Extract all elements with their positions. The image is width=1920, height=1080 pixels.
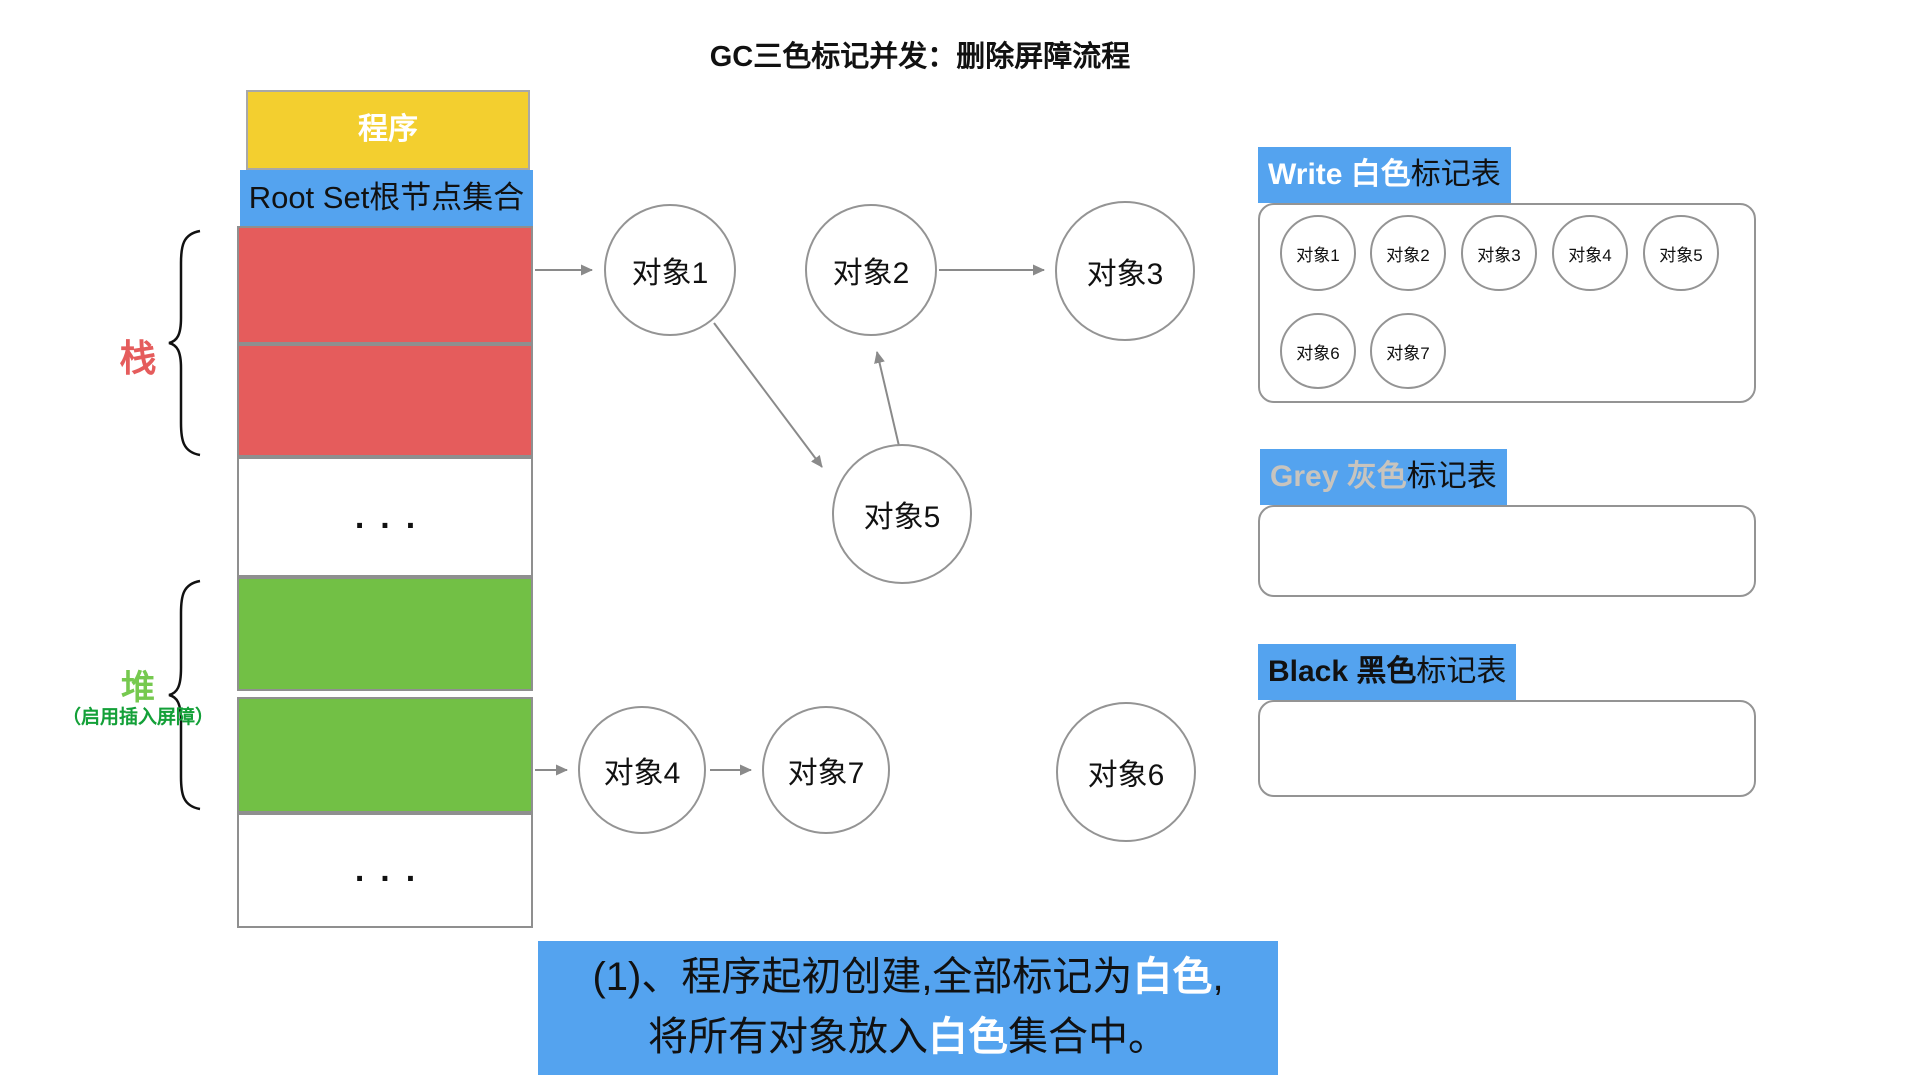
- white-table-object-3-label: 对象3: [1477, 245, 1521, 265]
- arrow-object5-to-object2: [874, 351, 900, 447]
- stack-cell-1: [237, 226, 533, 344]
- heap-label: 堆: [121, 669, 155, 707]
- node-object-2: 对象2: [805, 204, 937, 336]
- node-object-3-label: 对象3: [1086, 258, 1164, 291]
- caption-line-1-highlight: 白色: [1132, 955, 1213, 999]
- white-table-object-7-label: 对象7: [1386, 343, 1430, 363]
- grey-table-header-rest: 标记表: [1406, 460, 1497, 493]
- node-object-7-label: 对象7: [787, 757, 865, 790]
- root-set-box: Root Set根节点集合: [240, 170, 533, 226]
- node-object-2-label: 对象2: [832, 257, 910, 290]
- caption-line-1: (1)、程序起初创建,全部标记为白色,: [538, 947, 1278, 1007]
- node-object-6: 对象6: [1056, 702, 1196, 842]
- heap-cell-1: [237, 577, 533, 691]
- node-object-1-label: 对象1: [631, 257, 709, 290]
- node-object-4-label: 对象4: [603, 757, 681, 790]
- white-table-object-1-label: 对象1: [1296, 245, 1340, 265]
- white-table-header-rest: 标记表: [1410, 158, 1501, 191]
- memory-ellipsis-cell-bottom: ...: [237, 813, 533, 928]
- caption-line-1-tail: ,: [1212, 955, 1224, 999]
- node-object-7: 对象7: [762, 706, 890, 834]
- node-object-5: 对象5: [832, 444, 972, 584]
- white-table-object-6-label: 对象6: [1296, 343, 1340, 363]
- caption-line-2-highlight: 白色: [928, 1015, 1008, 1059]
- black-table-box: [1258, 700, 1756, 797]
- node-object-5-label: 对象5: [863, 501, 941, 534]
- white-table-object-2: 对象2: [1370, 215, 1446, 291]
- ellipsis-bottom: ...: [354, 851, 432, 889]
- black-table-header-em: Black 黑色: [1268, 655, 1417, 688]
- white-table-object-4: 对象4: [1552, 215, 1628, 291]
- node-object-6-label: 对象6: [1087, 759, 1165, 792]
- white-table-object-3: 对象3: [1461, 215, 1537, 291]
- node-object-3: 对象3: [1055, 201, 1195, 341]
- stack-brace: [168, 229, 201, 457]
- node-object-4: 对象4: [578, 706, 706, 834]
- black-table-header-rest: 标记表: [1416, 655, 1507, 688]
- heap-brace: [168, 579, 201, 811]
- caption-box: (1)、程序起初创建,全部标记为白色, 将所有对象放入白色集合中。: [538, 941, 1278, 1075]
- stack-cell-2: [237, 344, 533, 457]
- node-object-1: 对象1: [604, 204, 736, 336]
- heap-note: （启用插入屏障）: [61, 707, 214, 728]
- black-table-header: Black 黑色标记表: [1258, 644, 1517, 700]
- ellipsis-top: ...: [354, 497, 432, 536]
- caption-line-2: 将所有对象放入白色集合中。: [538, 1007, 1278, 1067]
- white-table-object-1: 对象1: [1280, 215, 1356, 291]
- white-table-object-2-label: 对象2: [1386, 245, 1430, 265]
- arrow-object1-to-object5: [713, 322, 823, 468]
- stack-label: 栈: [119, 338, 157, 379]
- white-table-header: Write 白色标记表: [1258, 147, 1511, 203]
- white-table-object-7: 对象7: [1370, 313, 1446, 389]
- white-table-object-5-label: 对象5: [1659, 245, 1703, 265]
- grey-table-header-em: Grey 灰色: [1270, 460, 1407, 493]
- caption-line-2-tail: 集合中。: [1008, 1015, 1168, 1059]
- white-table-object-4-label: 对象4: [1568, 245, 1612, 265]
- program-box: 程序: [246, 90, 530, 170]
- white-table-header-em: Write 白色: [1268, 158, 1411, 191]
- white-table-object-5: 对象5: [1643, 215, 1719, 291]
- diagram-title: GC三色标记并发：删除屏障流程: [709, 41, 1131, 73]
- heap-cell-2: [237, 697, 533, 813]
- grey-table-box: [1258, 505, 1756, 597]
- white-table-object-6: 对象6: [1280, 313, 1356, 389]
- grey-table-header: Grey 灰色标记表: [1260, 449, 1507, 505]
- caption-line-1-text: (1)、程序起初创建,全部标记为: [592, 955, 1133, 999]
- memory-ellipsis-cell-top: ...: [237, 457, 533, 577]
- caption-line-2-text: 将所有对象放入: [648, 1015, 928, 1059]
